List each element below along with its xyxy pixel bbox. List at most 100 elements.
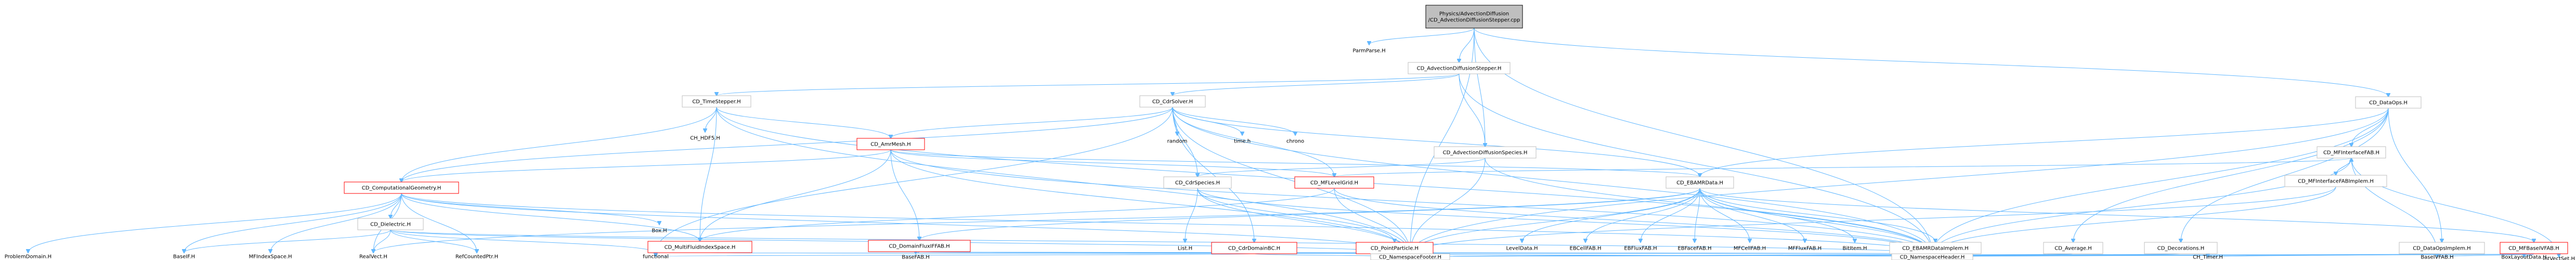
edge-cdrsolver-to-compgeom — [401, 107, 1173, 182]
node-timeh[interactable]: time.h — [1228, 135, 1257, 147]
node-mfbasevfab[interactable]: CD_MFBaseIVFAB.H — [2500, 242, 2568, 254]
edge-cdrdomainbc-to-functional — [656, 254, 1255, 256]
node-functional[interactable]: functional — [635, 253, 676, 260]
node-box — [2043, 242, 2103, 254]
node-root[interactable]: Physics/AdvectionDiffusion/CD_AdvectionD… — [1425, 5, 1523, 29]
node-nsheader[interactable]: CD_NamespaceHeader.H — [1891, 253, 1973, 260]
node-label: CD_AdvectionDiffusionSpecies.H — [1443, 150, 1528, 156]
node-cdrspecies[interactable]: CD_CdrSpecies.H — [1163, 176, 1232, 189]
node-label: CD_PointParticle.H — [1371, 246, 1419, 252]
node-label: BaseFAB.H — [902, 255, 930, 260]
node-box — [856, 138, 925, 150]
edge-ebamrdata-to-ebfacefab — [1695, 188, 1700, 242]
edge-compgeom-to-nsheader — [401, 193, 1932, 254]
node-label: EBFaceFAB.H — [1677, 246, 1711, 252]
edge-mflevelgrid-to-nsheader — [1334, 188, 1932, 254]
node-cdrdomainbc[interactable]: CD_CdrDomainBC.H — [1211, 242, 1297, 254]
edge-dataops-to-average — [2073, 108, 2389, 242]
edge-compgeom-to-problemdomain — [28, 193, 402, 253]
node-ebfluxfab[interactable]: EBFluxFAB.H — [1619, 242, 1662, 254]
node-mflevelgrid[interactable]: CD_MFLevelGrid.H — [1294, 176, 1374, 189]
node-boxh[interactable]: Box.H — [643, 225, 676, 236]
node-dataopsimpl[interactable]: CD_DataOpsImplem.H — [2399, 242, 2485, 254]
node-cdrsolver[interactable]: CD_CdrSolver.H — [1139, 95, 1206, 108]
node-label: CD_MFInterfaceFABImplem.H — [2298, 179, 2374, 185]
node-timestepper[interactable]: CD_TimeStepper.H — [682, 95, 751, 108]
edge-ebamrdata-to-ebamrdataimpl — [1699, 188, 1935, 242]
edge-cdrsolver-to-nsfooter — [1172, 107, 1410, 254]
node-amrmesh[interactable]: CD_AmrMesh.H — [856, 138, 925, 150]
node-label: Physics/AdvectionDiffusion — [1439, 11, 1509, 17]
node-label: functional — [643, 254, 669, 260]
node-box — [647, 241, 752, 253]
dependency-nodes: Physics/AdvectionDiffusion/CD_AdvectionD… — [0, 5, 2576, 260]
node-multifluid[interactable]: CD_MultiFluidIndexSpace.H — [647, 241, 752, 253]
node-ebfacefab[interactable]: EBFaceFAB.H — [1673, 242, 1716, 254]
node-intvectset[interactable]: IntVectSet.H — [2542, 256, 2576, 260]
edge-amrmesh-to-mflevelgrid — [890, 149, 1334, 177]
node-mffluxfab[interactable]: MFFluxFAB.H — [1784, 242, 1826, 254]
edge-dielectric-to-functional — [390, 229, 656, 253]
edge-ebamrdata-to-ebcellfab — [1585, 188, 1700, 242]
node-leveldata[interactable]: LevelData.H — [1501, 242, 1543, 254]
edge-adspecies-to-nsheader — [1485, 158, 1932, 254]
node-ebcellfab[interactable]: EBCellFAB.H — [1564, 242, 1607, 254]
node-label: RefCountedPtr.H — [456, 254, 498, 260]
node-domainflux[interactable]: CD_DomainFluxIFFAB.H — [868, 240, 971, 252]
edge-dataops-to-mfinterface — [2351, 108, 2389, 147]
node-ebamrdata[interactable]: CD_EBAMRData.H — [1666, 176, 1734, 189]
node-label: CD_MFInterfaceFAB.H — [2323, 150, 2379, 156]
node-listh[interactable]: List.H — [1171, 242, 1199, 254]
edge-mflevelgrid-to-multifluid — [700, 188, 1335, 241]
node-chrono[interactable]: chrono — [1278, 135, 1312, 147]
node-mfinterfaceimpl[interactable]: CD_MFInterfaceFABImplem.H — [2284, 175, 2387, 187]
edge-cdrsolver-to-functional — [656, 107, 1173, 253]
node-nsfooter[interactable]: CD_NamespaceFooter.H — [1370, 253, 1450, 260]
edge-timestepper-to-nsfooter — [716, 107, 1410, 254]
edge-amrmesh-to-multifluid — [700, 149, 891, 241]
node-label: BaseIVFAB.H — [2421, 255, 2453, 260]
node-mfinterface[interactable]: CD_MFInterfaceFAB.H — [2317, 146, 2386, 159]
node-chhdf5[interactable]: CH_HDF5.H — [683, 132, 727, 144]
node-problemdomain[interactable]: ProblemDomain.H — [0, 253, 56, 260]
edge-compgeom-to-boxh — [401, 193, 659, 225]
node-dataops[interactable]: CD_DataOps.H — [2355, 96, 2422, 109]
edge-mfinterfaceimpl-to-nsfooter — [1410, 186, 2336, 254]
node-dielectric[interactable]: CD_Dielectric.H — [357, 218, 424, 230]
node-bititem[interactable]: BitItem.H — [1836, 242, 1874, 254]
node-compgeom[interactable]: CD_ComputationalGeometry.H — [344, 181, 459, 194]
node-label: CD_NamespaceFooter.H — [1379, 255, 1441, 260]
node-random[interactable]: random — [1162, 135, 1193, 147]
node-basefab[interactable]: BaseFAB.H — [894, 254, 937, 260]
node-pointparticle[interactable]: CD_PointParticle.H — [1356, 242, 1434, 254]
node-ebamrdataimpl[interactable]: CD_EBAMRDataImplem.H — [1889, 242, 1982, 254]
node-mfcellfab[interactable]: MFCellFAB.H — [1728, 242, 1771, 254]
node-baseivfab[interactable]: BaseIVFAB.H — [2415, 254, 2460, 260]
node-realvect[interactable]: RealVect.H — [353, 253, 394, 260]
node-boxlayoutdata[interactable]: BoxLayoutData.H — [2496, 254, 2552, 260]
edge-mfinterfaceimpl-to-nsheader — [1932, 186, 2336, 254]
node-average[interactable]: CD_Average.H — [2043, 242, 2103, 254]
node-baseif[interactable]: BaseIF.H — [165, 253, 203, 260]
node-label: CD_MultiFluidIndexSpace.H — [665, 245, 736, 251]
node-chtimer[interactable]: CH_Timer.H — [2188, 254, 2228, 260]
node-label: CD_DomainFluxIFFAB.H — [889, 244, 949, 250]
node-label: MFIndexSpace.H — [249, 254, 292, 260]
edge-amrmesh-to-nsheader — [890, 149, 1932, 254]
node-label: CD_MFBaseIVFAB.H — [2508, 246, 2559, 252]
edge-mfinterfaceimpl-to-mfinterface — [2335, 158, 2351, 176]
node-mfindexspace[interactable]: MFIndexSpace.H — [242, 253, 298, 260]
node-ad-stepper-h[interactable]: CD_AdvectionDiffusionStepper.H — [1408, 62, 1511, 74]
node-box — [344, 181, 459, 194]
node-adspecies[interactable]: CD_AdvectionDiffusionSpecies.H — [1434, 146, 1537, 159]
edge-timestepper-to-chhdf5 — [705, 107, 717, 132]
node-parmparse[interactable]: ParmParse.H — [1346, 45, 1393, 56]
edge-adspecies-to-cdrspecies — [1198, 158, 1486, 177]
node-label: RealVect.H — [359, 254, 387, 260]
node-decorations[interactable]: CD_Decorations.H — [2144, 242, 2218, 254]
node-refcountedptr[interactable]: RefCountedPtr.H — [449, 253, 504, 260]
edge-ebamrdata-to-mfcellfab — [1699, 188, 1750, 242]
edge-dielectric-to-refcountedptr — [390, 229, 477, 253]
node-label: EBCellFAB.H — [1570, 246, 1602, 252]
node-label: List.H — [1178, 246, 1192, 252]
